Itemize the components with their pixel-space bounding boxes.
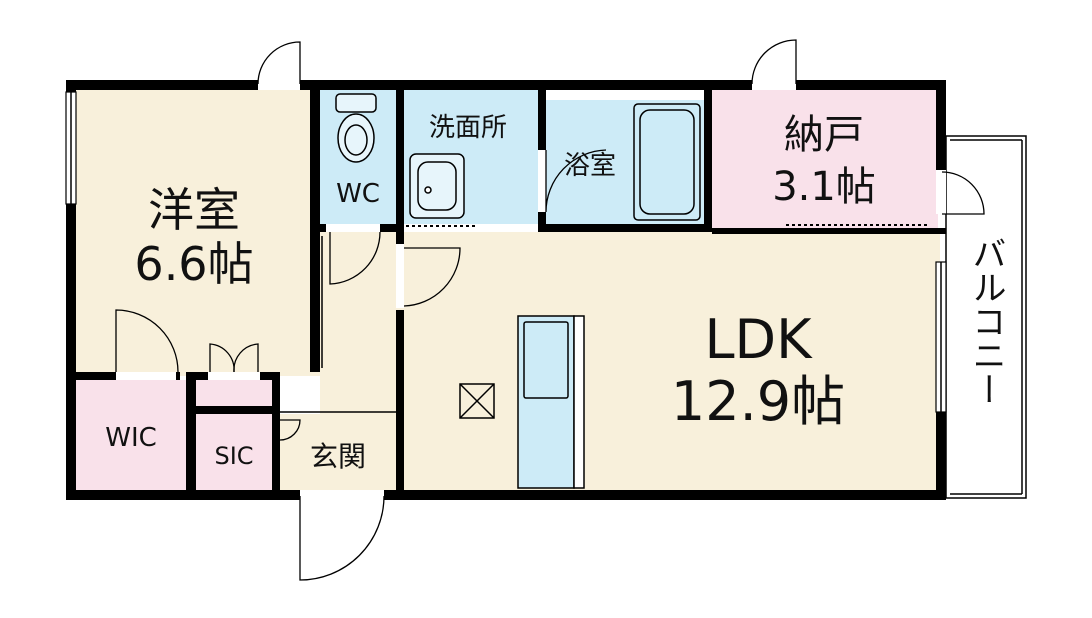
wic-area [76, 380, 186, 490]
ldk-name: LDK [704, 308, 813, 371]
ldk-area [400, 232, 940, 490]
balcony-area [945, 135, 1027, 499]
labels: 洋室 6.6帖 WC 洗面所 浴室 納戸 3.1帖 LDK 12.9帖 WIC … [105, 112, 1006, 473]
entrance-area [280, 414, 400, 490]
storage-area [712, 88, 938, 228]
wic-label: WIC [105, 423, 157, 453]
doors [115, 39, 985, 581]
western-room-name: 洋室 [148, 183, 240, 237]
fixtures [280, 93, 930, 489]
storage-name: 納戸 [784, 112, 864, 158]
sic-shelf-area [196, 380, 272, 408]
bathroom-label: 浴室 [564, 151, 616, 181]
western-room-size: 6.6帖 [134, 237, 253, 291]
storage-size: 3.1帖 [772, 164, 876, 210]
outer-walls [66, 80, 946, 500]
sic-area [196, 414, 272, 490]
entrance-label: 玄関 [310, 440, 366, 473]
balcony-label: バルコニー [966, 236, 1006, 406]
windows [65, 91, 947, 413]
sic-label: SIC [214, 442, 253, 470]
ldk-size: 12.9帖 [671, 370, 845, 433]
western-room-area [76, 88, 320, 376]
wc-label: WC [336, 179, 380, 209]
washroom-label: 洗面所 [429, 113, 507, 143]
